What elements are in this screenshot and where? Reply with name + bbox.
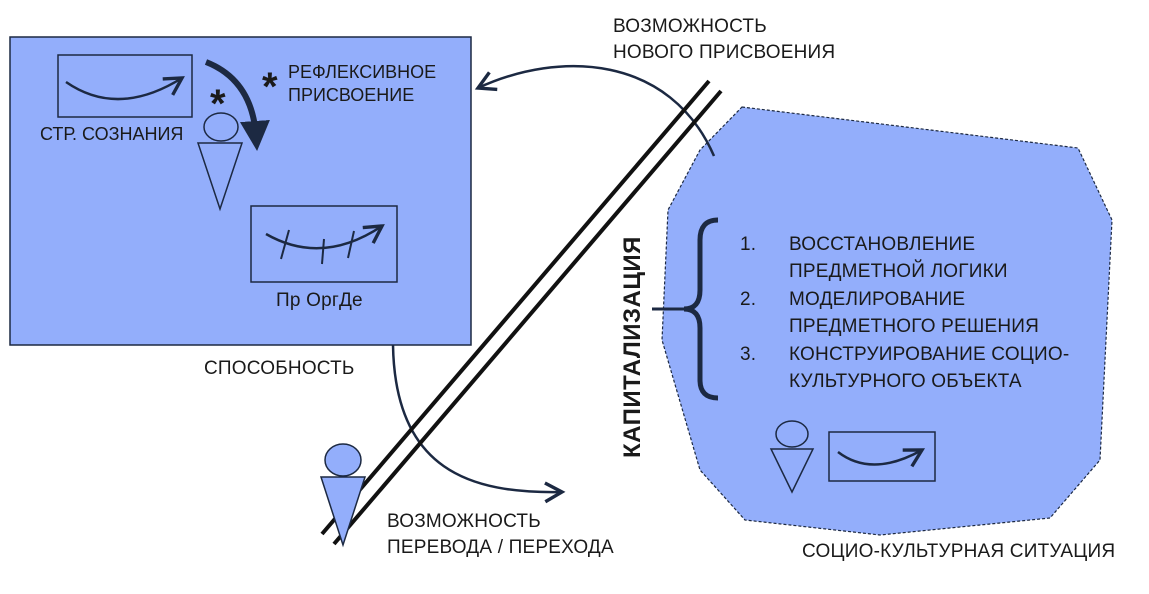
situation-curve-arrow — [837, 448, 926, 468]
traveler-head-icon — [324, 443, 362, 477]
reflexive-arrow — [204, 59, 270, 151]
socio-cultural-situation-area — [661, 106, 1113, 536]
capitalization-label: КАПИТАЛИЗАЦИЯ — [619, 236, 646, 458]
orgde-tick-1 — [280, 229, 290, 260]
situation-person-body-icon — [769, 448, 815, 494]
list-item-2-line2: ПРЕДМЕТНОГО РЕШЕНИЯ — [789, 316, 1039, 337]
asterisk-mark-reflexive: * — [262, 65, 278, 109]
reflexive-label-line2: ПРИСВОЕНИЕ — [288, 85, 414, 105]
asterisk-mark: * — [210, 82, 226, 126]
situation-caption: СОЦИО-КУЛЬТУРНАЯ СИТУАЦИЯ — [802, 541, 1115, 562]
consciousness-label: СТР. СОЗНАНИЯ — [40, 124, 183, 144]
person-body-icon — [196, 142, 244, 212]
person-head-icon — [203, 112, 239, 142]
list-item-3-number: 3. — [740, 344, 756, 365]
curly-brace — [683, 217, 719, 401]
new-appropriation-label-line2: НОВОГО ПРИСВОЕНИЯ — [613, 42, 835, 63]
list-item-1-line1: ВОССТАНОВЛЕНИЕ — [789, 234, 975, 255]
list-item-2-line1: МОДЕЛИРОВАНИЕ — [789, 289, 965, 310]
transfer-arrow — [391, 344, 566, 504]
list-item-3-line1: КОНСТРУИРОВАНИЕ СОЦИО- — [789, 344, 1069, 365]
consciousness-curve-arrow — [65, 76, 185, 101]
list-item-3-line2: КУЛЬТУРНОГО ОБЪЕКТА — [789, 371, 1022, 392]
new-appropriation-label-line1: ВОЗМОЖНОСТЬ — [613, 16, 767, 37]
list-item-1-line2: ПРЕДМЕТНОЙ ЛОГИКИ — [789, 260, 1008, 282]
boundary-double-line — [320, 79, 723, 546]
situation-consciousness-box — [828, 431, 936, 482]
transfer-label-line1: ВОЗМОЖНОСТЬ — [387, 511, 541, 532]
orgde-tick-3 — [347, 230, 355, 259]
list-item-1-number: 1. — [740, 234, 756, 255]
transfer-label-line2: ПЕРЕВОДА / ПЕРЕХОДА — [387, 537, 614, 558]
consciousness-box — [57, 54, 193, 118]
traveler-body-icon — [319, 476, 367, 548]
orgde-label: Пр ОргДе — [276, 290, 363, 311]
orgde-box — [250, 205, 398, 283]
ability-label: СПОСОБНОСТЬ — [204, 358, 355, 379]
list-item-2-number: 2. — [740, 289, 756, 310]
reflexive-label-line1: РЕФЛЕКСИВНОЕ — [288, 62, 436, 82]
situation-person-head-icon — [775, 420, 809, 448]
orgde-tick-2 — [321, 238, 325, 265]
